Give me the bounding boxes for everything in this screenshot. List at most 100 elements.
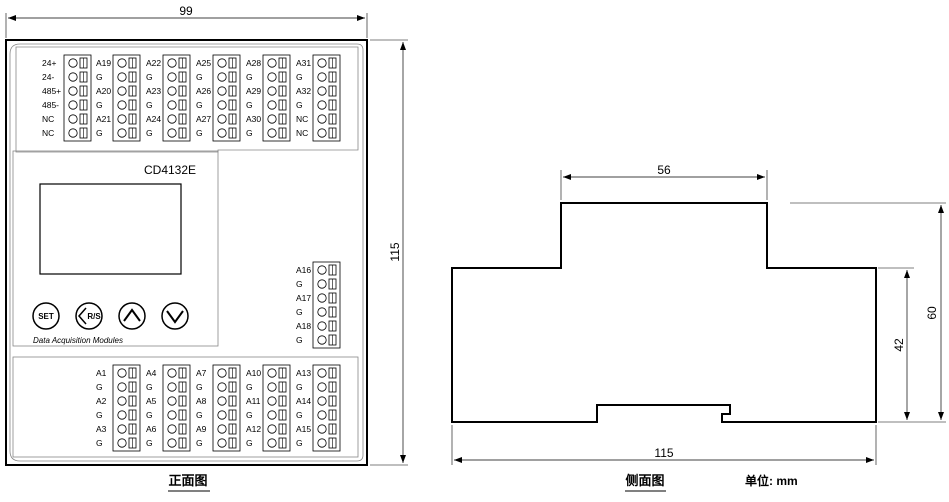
terminal-label: A24 bbox=[146, 114, 161, 124]
terminal-screw bbox=[267, 437, 287, 449]
terminal-label: G bbox=[296, 335, 303, 345]
up-chevron-icon bbox=[123, 308, 141, 322]
terminal-label: NC bbox=[296, 114, 308, 124]
front-inner-frame bbox=[9, 43, 364, 462]
terminal-screw bbox=[267, 381, 287, 393]
terminal-label: G bbox=[246, 100, 253, 110]
terminal-label: G bbox=[96, 128, 103, 138]
terminal-screw bbox=[68, 57, 88, 69]
module-subtitle: Data Acquisition Modules bbox=[33, 336, 123, 345]
terminal-label: G bbox=[196, 438, 203, 448]
terminal-label: G bbox=[96, 438, 103, 448]
terminal-label: A26 bbox=[196, 86, 211, 96]
terminal-label: NC bbox=[296, 128, 308, 138]
terminal-screw bbox=[117, 127, 137, 139]
terminal-screw bbox=[217, 395, 237, 407]
terminal-label: G bbox=[146, 100, 153, 110]
return-shift-button[interactable]: R/S bbox=[75, 302, 103, 330]
terminal-label: G bbox=[196, 410, 203, 420]
terminal-label: G bbox=[296, 279, 303, 289]
terminal-label: 24+ bbox=[42, 58, 56, 68]
terminal-screw bbox=[167, 437, 187, 449]
terminal-screw bbox=[267, 127, 287, 139]
terminal-screw bbox=[317, 71, 337, 83]
terminal-label: G bbox=[246, 410, 253, 420]
up-button[interactable] bbox=[118, 302, 146, 330]
terminal-label: A12 bbox=[246, 424, 261, 434]
terminal-screw bbox=[217, 71, 237, 83]
units-note: 单位: mm bbox=[745, 473, 798, 488]
side-height-dimension: 60 bbox=[790, 202, 946, 423]
terminal-screw bbox=[317, 292, 337, 304]
terminal-screw bbox=[317, 57, 337, 69]
side-top-dimension: 56 bbox=[560, 163, 768, 200]
terminal-label: A9 bbox=[196, 424, 207, 434]
side-outline bbox=[451, 202, 877, 423]
set-button[interactable]: SET bbox=[32, 302, 60, 330]
terminal-label: G bbox=[96, 382, 103, 392]
terminal-screw bbox=[217, 99, 237, 111]
terminal-label: NC bbox=[42, 114, 54, 124]
terminal-screw bbox=[117, 409, 137, 421]
terminal-label: G bbox=[246, 128, 253, 138]
terminal-screw bbox=[267, 395, 287, 407]
side-view: 56 60 42 115 侧面图 bbox=[451, 163, 946, 492]
terminal-screw bbox=[317, 278, 337, 290]
terminal-label: A6 bbox=[146, 424, 157, 434]
terminal-screw bbox=[167, 367, 187, 379]
terminal-label: A2 bbox=[96, 396, 107, 406]
terminal-label: A30 bbox=[246, 114, 261, 124]
terminal-label: A21 bbox=[96, 114, 111, 124]
terminal-screw bbox=[217, 423, 237, 435]
terminal-screw bbox=[317, 367, 337, 379]
top-terminal-panel bbox=[15, 46, 359, 153]
terminal-label: A23 bbox=[146, 86, 161, 96]
terminal-label: G bbox=[146, 410, 153, 420]
terminal-screw bbox=[117, 57, 137, 69]
terminal-screw bbox=[217, 57, 237, 69]
terminal-screw bbox=[317, 409, 337, 421]
terminal-label: G bbox=[146, 438, 153, 448]
front-height-dimension: 115 bbox=[370, 39, 408, 466]
terminal-screw bbox=[167, 423, 187, 435]
terminal-screw bbox=[68, 71, 88, 83]
set-button-label: SET bbox=[38, 312, 54, 321]
terminal-screw bbox=[117, 423, 137, 435]
terminal-screw bbox=[267, 423, 287, 435]
terminal-label: G bbox=[196, 100, 203, 110]
terminal-screw bbox=[117, 85, 137, 97]
terminal-screw bbox=[217, 381, 237, 393]
terminal-label: A16 bbox=[296, 265, 311, 275]
terminal-label: A25 bbox=[196, 58, 211, 68]
side-inner-height-dimension: 42 bbox=[878, 267, 914, 420]
terminal-screw bbox=[317, 306, 337, 318]
side-top-label: 56 bbox=[657, 163, 671, 177]
terminal-label: A18 bbox=[296, 321, 311, 331]
terminal-screw bbox=[117, 395, 137, 407]
terminal-screw bbox=[217, 437, 237, 449]
terminal-label: G bbox=[296, 382, 303, 392]
terminal-label: A14 bbox=[296, 396, 311, 406]
terminal-label: A1 bbox=[96, 368, 107, 378]
terminal-label: A19 bbox=[96, 58, 111, 68]
terminal-label: G bbox=[196, 128, 203, 138]
terminal-screw bbox=[68, 127, 88, 139]
terminal-label: G bbox=[246, 438, 253, 448]
terminal-screw bbox=[267, 367, 287, 379]
terminal-screw bbox=[167, 381, 187, 393]
terminal-screw bbox=[317, 99, 337, 111]
down-button[interactable] bbox=[161, 302, 189, 330]
terminal-label: A28 bbox=[246, 58, 261, 68]
terminal-label: A11 bbox=[246, 396, 261, 406]
terminal-screw bbox=[117, 113, 137, 125]
terminal-label: 24- bbox=[42, 72, 54, 82]
side-inner-height-label: 42 bbox=[892, 338, 906, 352]
terminal-label: A4 bbox=[146, 368, 157, 378]
